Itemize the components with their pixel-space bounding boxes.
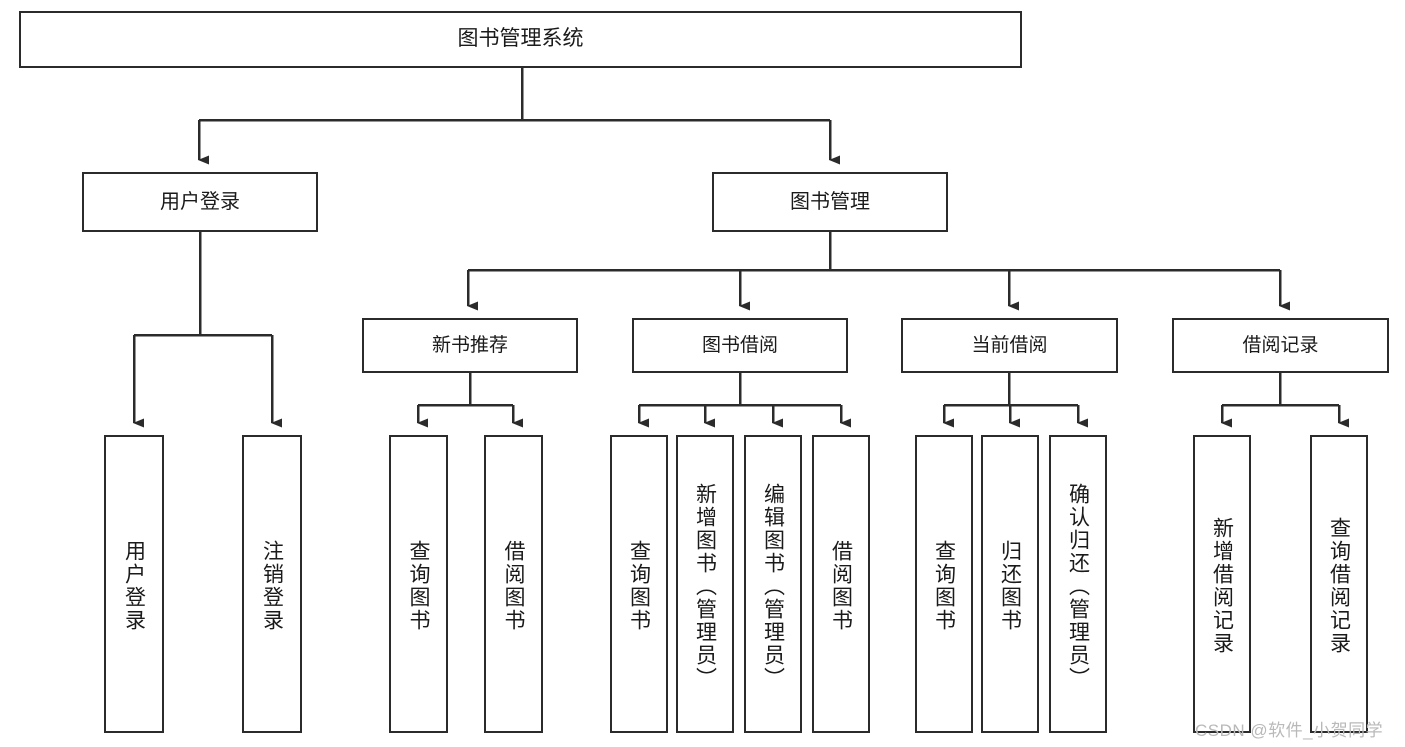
node-label: 新增图书（管理员）	[693, 482, 717, 690]
node-leaf-query-record[interactable]: 查询借阅记录	[1310, 435, 1368, 733]
node-leaf-confirm-return[interactable]: 确认归还（管理员）	[1049, 435, 1107, 733]
node-label: 图书管理	[790, 190, 870, 213]
node-leaf-add-record[interactable]: 新增借阅记录	[1193, 435, 1251, 733]
node-label: 查询图书	[932, 540, 956, 632]
node-leaf-query-book-1[interactable]: 查询图书	[389, 435, 448, 733]
node-leaf-borrow-book-1[interactable]: 借阅图书	[484, 435, 543, 733]
node-leaf-borrow-book-2[interactable]: 借阅图书	[812, 435, 870, 733]
node-leaf-user-logout[interactable]: 注销登录	[242, 435, 302, 733]
node-label: 当前借阅	[971, 334, 1048, 356]
node-label: 确认归还（管理员）	[1066, 482, 1090, 690]
node-leaf-query-book-2[interactable]: 查询图书	[610, 435, 668, 733]
node-label: 借阅记录	[1242, 334, 1319, 356]
node-label: 借阅图书	[829, 540, 853, 632]
node-label: 借阅图书	[502, 540, 525, 632]
node-new-book-rec[interactable]: 新书推荐	[362, 318, 578, 373]
csdn-watermark: CSDN @软件_小贺同学	[1195, 721, 1384, 740]
node-leaf-query-book-3[interactable]: 查询图书	[915, 435, 973, 733]
node-book-borrow[interactable]: 图书借阅	[632, 318, 848, 373]
node-leaf-add-book[interactable]: 新增图书（管理员）	[676, 435, 734, 733]
node-label: 查询图书	[627, 540, 651, 632]
node-leaf-return-book[interactable]: 归还图书	[981, 435, 1039, 733]
node-label: 查询图书	[407, 540, 430, 632]
node-leaf-edit-book[interactable]: 编辑图书（管理员）	[744, 435, 802, 733]
node-borrow-record[interactable]: 借阅记录	[1172, 318, 1389, 373]
node-root[interactable]: 图书管理系统	[19, 11, 1022, 68]
node-label: 新书推荐	[431, 334, 508, 356]
node-label: 图书管理系统	[457, 27, 584, 51]
node-current-borrow[interactable]: 当前借阅	[901, 318, 1118, 373]
node-label: 注销登录	[260, 540, 284, 632]
node-label: 图书借阅	[701, 334, 778, 356]
node-label: 归还图书	[998, 540, 1022, 632]
node-user-login[interactable]: 用户登录	[82, 172, 318, 232]
node-label: 查询借阅记录	[1327, 517, 1351, 655]
node-label: 编辑图书（管理员）	[761, 482, 785, 690]
node-label: 用户登录	[160, 190, 240, 213]
node-book-manage[interactable]: 图书管理	[712, 172, 948, 232]
node-leaf-user-login[interactable]: 用户登录	[104, 435, 164, 733]
node-label: 用户登录	[122, 540, 146, 632]
node-label: 新增借阅记录	[1210, 517, 1234, 655]
